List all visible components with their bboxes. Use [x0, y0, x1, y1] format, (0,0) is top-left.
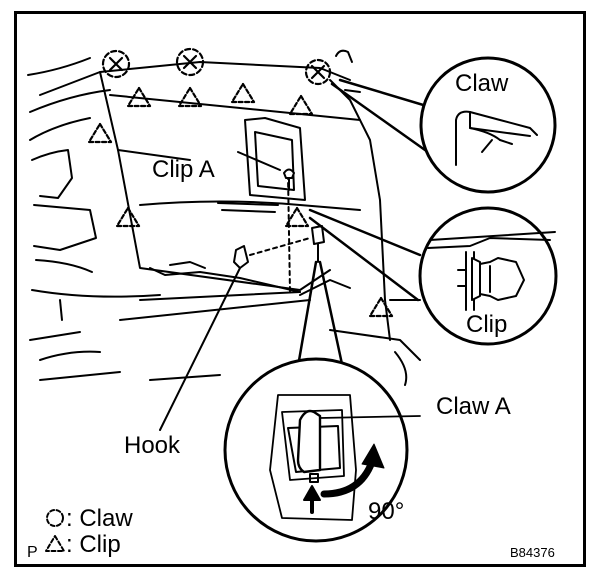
claw-callout-label: Claw [455, 70, 509, 97]
clip-marker [115, 206, 141, 228]
claw-marker [175, 47, 205, 77]
claw-marker [101, 49, 131, 79]
clip-marker [177, 86, 203, 108]
claw-a-part [311, 225, 325, 263]
clip-a-part [237, 151, 295, 191]
clip-detail-callout [308, 206, 558, 346]
claw-marker [304, 58, 332, 86]
legend-claw-symbol [46, 509, 64, 527]
figure-code: B84376 [510, 545, 555, 560]
clip-markers [87, 82, 394, 318]
legend-symbols [45, 509, 65, 552]
legend-clip-symbol [45, 535, 65, 552]
corner-mark: P [27, 544, 38, 561]
clip-marker [126, 86, 152, 108]
legend-clip-label: : Clip [66, 531, 121, 558]
rotation-angle-label: 90° [368, 498, 405, 525]
clip-a-label: Clip A [152, 156, 215, 183]
claw-detail-callout [330, 56, 557, 194]
clip-marker [284, 206, 310, 228]
legend-claw-label: : Claw [66, 505, 133, 532]
clip-marker [230, 82, 256, 104]
clip-callout-label: Clip [466, 311, 508, 338]
claw-a-detail-callout [223, 260, 421, 543]
claw-markers [101, 47, 332, 86]
clip-marker [87, 122, 113, 144]
clip-marker [288, 94, 314, 116]
claw-a-label: Claw A [436, 393, 511, 420]
hook-part [159, 245, 249, 431]
diagram-frame [14, 11, 586, 567]
vehicle-interior-lines [27, 49, 421, 386]
hook-label: Hook [124, 432, 181, 459]
clip-marker [368, 296, 394, 318]
